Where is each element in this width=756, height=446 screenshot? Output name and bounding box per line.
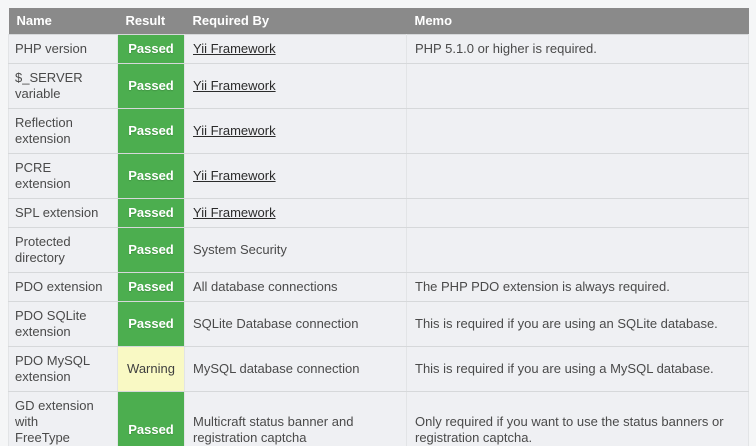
required-by-label: System Security [193,242,287,257]
memo-cell: The PHP PDO extension is always required… [406,272,749,302]
table-row-pcre-extension: PCRE extension Passed Yii Framework [8,153,749,199]
required-by-label: Multicraft status banner and registratio… [193,414,354,445]
yii-framework-link[interactable]: Yii Framework [193,41,276,56]
required-by-cell: Yii Framework [184,108,407,154]
required-by-cell: Yii Framework [184,34,407,64]
requirement-name: PCRE extension [8,153,118,199]
table-row-reflection-extension: Reflection extension Passed Yii Framewor… [8,108,749,154]
result-badge: Passed [117,63,185,109]
requirement-name: Reflection extension [8,108,118,154]
result-badge: Passed [117,272,185,302]
required-by-label: SQLite Database connection [193,316,359,331]
requirements-table: Name Result Required By Memo PHP version… [8,8,749,446]
yii-framework-link[interactable]: Yii Framework [193,168,276,183]
result-badge: Passed [117,108,185,154]
result-badge: Passed [117,198,185,228]
requirement-name: Protected directory [8,227,118,273]
memo-cell: This is required if you are using a MySQ… [406,346,749,392]
requirement-name: PDO extension [8,272,118,302]
table-row-php-version: PHP version Passed Yii Framework PHP 5.1… [8,34,749,64]
table-row-server-variable: $_SERVER variable Passed Yii Framework [8,63,749,109]
table-row-pdo-sqlite-extension: PDO SQLite extension Passed SQLite Datab… [8,301,749,347]
table-row-protected-directory: Protected directory Passed System Securi… [8,227,749,273]
column-header-required-by: Required By [184,8,407,35]
column-header-memo: Memo [406,8,749,35]
table-row-pdo-mysql-extension: PDO MySQL extension Warning MySQL databa… [8,346,749,392]
result-badge: Passed [117,391,185,446]
memo-cell: This is required if you are using an SQL… [406,301,749,347]
required-by-cell: All database connections [184,272,407,302]
yii-framework-link[interactable]: Yii Framework [193,78,276,93]
column-header-result: Result [117,8,185,35]
table-row-gd-extension: GD extension with FreeType support Passe… [8,391,749,446]
result-badge: Passed [117,301,185,347]
required-by-label: MySQL database connection [193,361,360,376]
memo-cell [406,108,749,154]
memo-cell: Only required if you want to use the sta… [406,391,749,446]
result-badge: Passed [117,227,185,273]
requirement-name: GD extension with FreeType support [8,391,118,446]
requirement-name: PDO MySQL extension [8,346,118,392]
table-row-spl-extension: SPL extension Passed Yii Framework [8,198,749,228]
result-badge: Passed [117,34,185,64]
result-badge-warning: Warning [117,346,185,392]
result-badge: Passed [117,153,185,199]
required-by-cell: Yii Framework [184,153,407,199]
requirement-name: PDO SQLite extension [8,301,118,347]
memo-cell [406,198,749,228]
memo-cell [406,153,749,199]
requirement-name: PHP version [8,34,118,64]
required-by-cell: SQLite Database connection [184,301,407,347]
requirement-name: $_SERVER variable [8,63,118,109]
table-row-pdo-extension: PDO extension Passed All database connec… [8,272,749,302]
table-header-row: Name Result Required By Memo [8,8,749,35]
required-by-label: All database connections [193,279,338,294]
required-by-cell: Yii Framework [184,198,407,228]
memo-cell: PHP 5.1.0 or higher is required. [406,34,749,64]
requirement-name: SPL extension [8,198,118,228]
required-by-cell: System Security [184,227,407,273]
required-by-cell: MySQL database connection [184,346,407,392]
yii-framework-link[interactable]: Yii Framework [193,205,276,220]
required-by-cell: Multicraft status banner and registratio… [184,391,407,446]
memo-cell [406,227,749,273]
column-header-name: Name [8,8,118,35]
memo-cell [406,63,749,109]
yii-framework-link[interactable]: Yii Framework [193,123,276,138]
required-by-cell: Yii Framework [184,63,407,109]
